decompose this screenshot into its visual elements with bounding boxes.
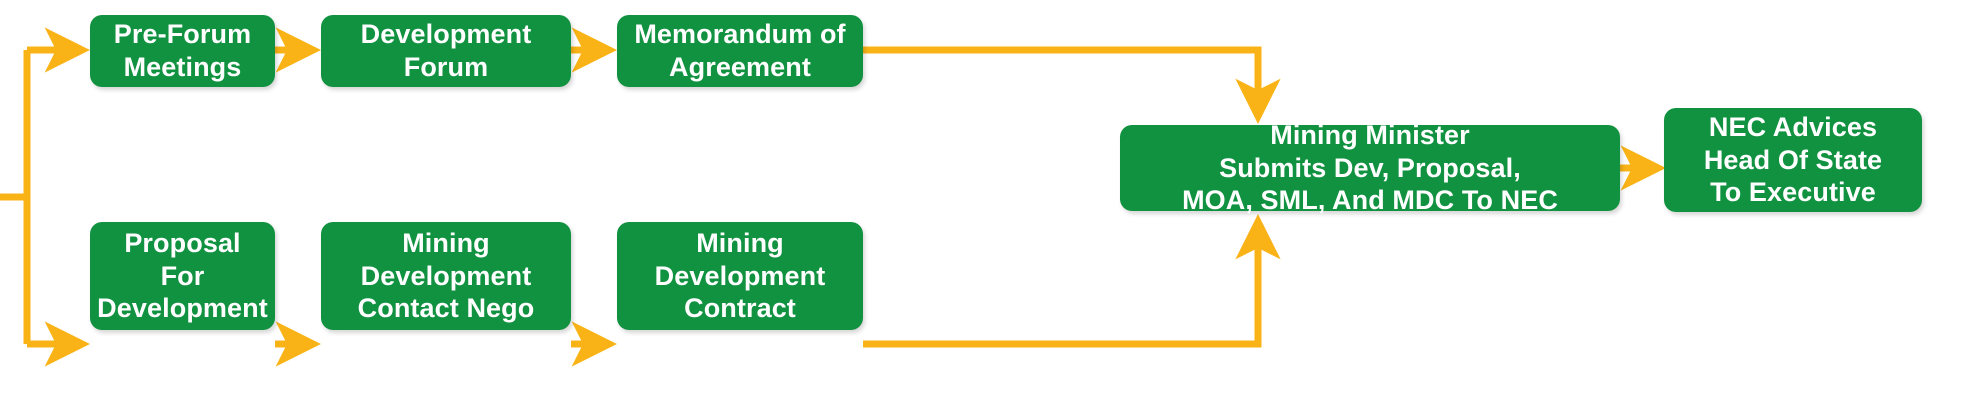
node-memorandum-of-agreement[interactable]: Memorandum of Agreement [617,15,863,87]
node-label: Proposal For Development [97,227,268,324]
node-proposal-for-development[interactable]: Proposal For Development [90,222,275,330]
node-label: Mining Development Contract [654,227,826,324]
node-development-forum[interactable]: Development Forum [321,15,571,87]
edge-memorandum-of-agreement-to-mining-minister [863,46,1281,124]
node-pre-forum-meetings[interactable]: Pre-Forum Meetings [90,15,275,87]
node-mining-minister-submits[interactable]: Mining Minister Submits Dev, Proposal, M… [1120,120,1620,215]
node-label: NEC Advices Head Of State To Executive [1703,111,1883,208]
edge-contract-to-mining-minister [863,214,1281,348]
node-nec-advices-head-of-state[interactable]: NEC Advices Head Of State To Executive [1664,108,1922,212]
node-label: Pre-Forum Meetings [113,19,252,82]
node-mining-development-contact-nego[interactable]: Mining Development Contact Nego [321,222,571,330]
node-label: Mining Minister Submits Dev, Proposal, M… [1182,119,1558,216]
node-mining-development-contract[interactable]: Mining Development Contract [617,222,863,330]
node-label: Development Forum [360,19,532,82]
node-label: Mining Development Contact Nego [357,227,535,324]
node-label: Memorandum of Agreement [634,19,846,82]
